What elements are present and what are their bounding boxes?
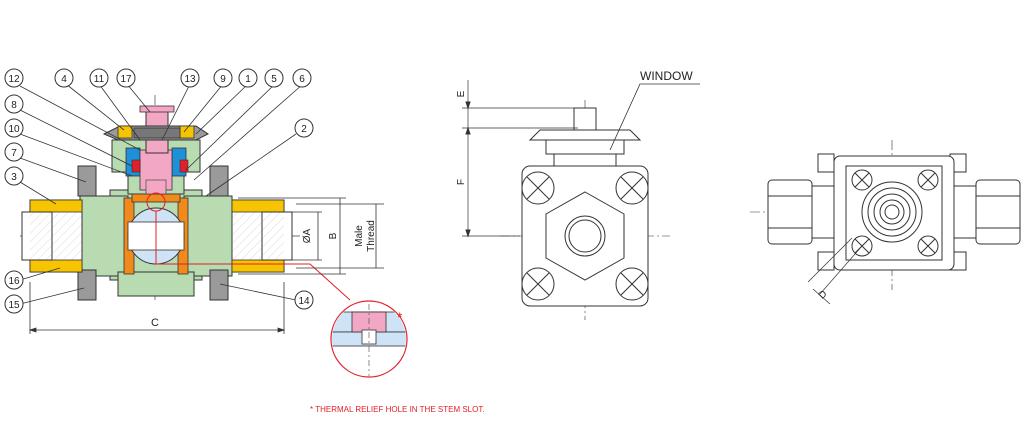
svg-text:10: 10 [8, 124, 20, 135]
svg-text:15: 15 [8, 300, 20, 311]
callout-9: 9 [213, 68, 233, 88]
footnote: * THERMAL RELIEF HOLE IN THE STEM SLOT. [310, 405, 485, 414]
detail-view: * [330, 300, 408, 378]
svg-text:3: 3 [11, 172, 17, 183]
svg-text:12: 12 [8, 74, 20, 85]
window-label: WINDOW [640, 69, 693, 83]
svg-text:13: 13 [184, 74, 196, 85]
svg-text:11: 11 [94, 74, 105, 85]
detail-marker: * [397, 309, 403, 325]
dim-c: C [151, 317, 159, 329]
svg-text:17: 17 [120, 74, 132, 85]
callout-4: 4 [54, 68, 74, 88]
front-view [462, 80, 700, 320]
callout-11: 11 [89, 68, 109, 88]
callout-10: 10 [4, 118, 24, 138]
callouts: 12 4 11 17 13 9 1 5 6 8 10 2 7 3 16 15 1… [4, 68, 314, 314]
left-end-fitting [21, 199, 83, 273]
svg-text:16: 16 [8, 276, 20, 287]
section-view: C ØA B Male Thread 12 4 [4, 68, 485, 414]
nuts [77, 165, 229, 301]
svg-text:4: 4 [61, 74, 67, 85]
svg-text:9: 9 [220, 74, 226, 85]
callout-6: 6 [292, 68, 312, 88]
dim-d: D [817, 289, 830, 302]
callout-15: 15 [4, 294, 24, 314]
side-view [750, 140, 1021, 305]
svg-text:7: 7 [11, 148, 17, 159]
handle [102, 125, 209, 141]
svg-text:8: 8 [11, 100, 17, 111]
dim-b: B [328, 232, 339, 239]
svg-text:1: 1 [245, 74, 251, 85]
dim-e: E [456, 90, 467, 97]
svg-text:6: 6 [299, 74, 305, 85]
callout-16: 16 [4, 270, 24, 290]
callout-7: 7 [4, 142, 24, 162]
dim-male: Male [354, 225, 365, 247]
right-end-fitting [231, 199, 293, 273]
callout-12: 12 [4, 68, 24, 88]
callout-13: 13 [180, 68, 200, 88]
callout-2: 2 [294, 118, 314, 138]
callout-14: 14 [294, 290, 314, 310]
svg-text:5: 5 [271, 74, 277, 85]
callout-3: 3 [4, 166, 24, 186]
callout-5: 5 [264, 68, 284, 88]
svg-text:14: 14 [298, 296, 310, 307]
dimensions [28, 197, 384, 334]
callout-1: 1 [238, 68, 258, 88]
svg-text:2: 2 [301, 124, 307, 135]
dim-phi-a: ØA [302, 228, 313, 243]
dim-thread: Thread [366, 220, 377, 252]
callout-17: 17 [116, 68, 136, 88]
dim-f: F [456, 179, 467, 185]
callout-8: 8 [4, 94, 24, 114]
